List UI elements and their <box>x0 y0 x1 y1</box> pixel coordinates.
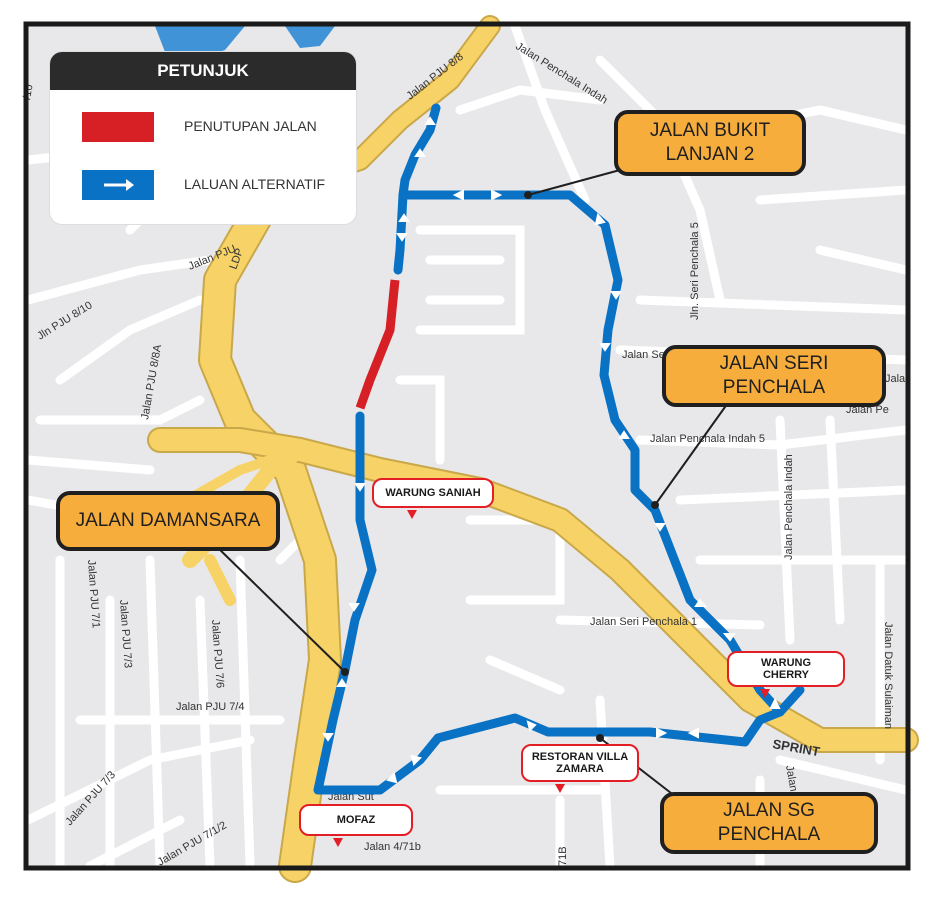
poi-warung-cherry[interactable]: WARUNG CHERRY <box>727 651 845 687</box>
road-label-penchala-indah-right: Jalan Penchala Indah <box>783 454 795 560</box>
road-label-penchala-indah-5: Jalan Penchala Indah 5 <box>650 433 765 445</box>
legend-item-closure: PENUTUPAN JALAN <box>50 112 356 142</box>
road-label-jala: Jala <box>885 373 906 385</box>
arrow-right-icon <box>104 179 134 191</box>
legend-item-detour: LALUAN ALTERNATIF <box>50 170 356 200</box>
map-pin-icon <box>555 784 565 793</box>
road-label-jalan-seri: Jalan Seri <box>622 349 671 361</box>
road-label-pju-7-1: Jalan PJU 7/1 <box>85 559 102 628</box>
legend-label-detour: LALUAN ALTERNATIF <box>184 176 326 192</box>
legend-title: PETUNJUK <box>50 52 356 90</box>
callout-jalan-bukit-lanjan-2: JALAN BUKIT LANJAN 2 <box>614 110 806 176</box>
callout-dots <box>341 191 659 742</box>
callout-jalan-damansara: JALAN DAMANSARA <box>56 491 280 551</box>
closure-swatch <box>82 112 154 142</box>
poi-mofaz[interactable]: MOFAZ <box>299 804 413 836</box>
poi-label: MOFAZ <box>336 814 376 826</box>
road-label-jalan-4-71b: Jalan 4/71b <box>364 841 421 853</box>
callout-label: JALAN BUKIT LANJAN 2 <box>649 120 771 165</box>
callout-label: JALAN SERI PENCHALA <box>719 353 829 398</box>
road-label-seri-penchala-5: Jln. Seri Penchala 5 <box>689 222 701 320</box>
poi-restoran-villa-zamara[interactable]: RESTORAN VILLA ZAMARA <box>521 744 639 782</box>
road-label-71b: 71B <box>557 846 569 866</box>
map-border <box>23 21 911 871</box>
legend-label-closure: PENUTUPAN JALAN <box>184 118 317 134</box>
water-body <box>285 26 335 48</box>
map-pin-icon <box>760 689 770 698</box>
poi-label: WARUNG SANIAH <box>385 487 481 499</box>
legend: PETUNJUK PENUTUPAN JALAN LALUAN ALTERNAT… <box>50 52 356 224</box>
road-label-jalan-pe: Jalan Pe <box>846 404 889 416</box>
poi-label: WARUNG CHERRY <box>760 657 812 681</box>
road-label-datuk-sulaiman: Jalan Datuk Sulaiman <box>882 622 894 729</box>
map-pin-icon <box>407 510 417 519</box>
callout-label: JALAN DAMANSARA <box>75 510 261 531</box>
detour-swatch <box>82 170 154 200</box>
callout-jalan-sg-penchala: JALAN SG PENCHALA <box>660 792 878 854</box>
local-roads <box>23 21 911 871</box>
road-label-jalan-bottom-right: Jalan <box>783 764 799 792</box>
water-body <box>155 26 245 60</box>
map-pin-icon <box>333 838 343 847</box>
callout-jalan-seri-penchala: JALAN SERI PENCHALA <box>662 345 886 407</box>
callout-label: JALAN SG PENCHALA <box>717 800 821 845</box>
road-label-pju-7-6: Jalan PJU 7/6 <box>209 619 226 688</box>
road-closure-segment <box>355 279 400 410</box>
road-label-pju-7-4: Jalan PJU 7/4 <box>176 701 244 713</box>
road-label-seri-penchala-1: Jalan Seri Penchala 1 <box>590 616 697 628</box>
route-arrows <box>322 116 781 784</box>
road-label-pju-7-3-top: Jalan PJU 7/3 <box>117 599 134 668</box>
poi-warung-saniah[interactable]: WARUNG SANIAH <box>372 478 494 508</box>
poi-label: RESTORAN VILLA ZAMARA <box>531 751 629 775</box>
